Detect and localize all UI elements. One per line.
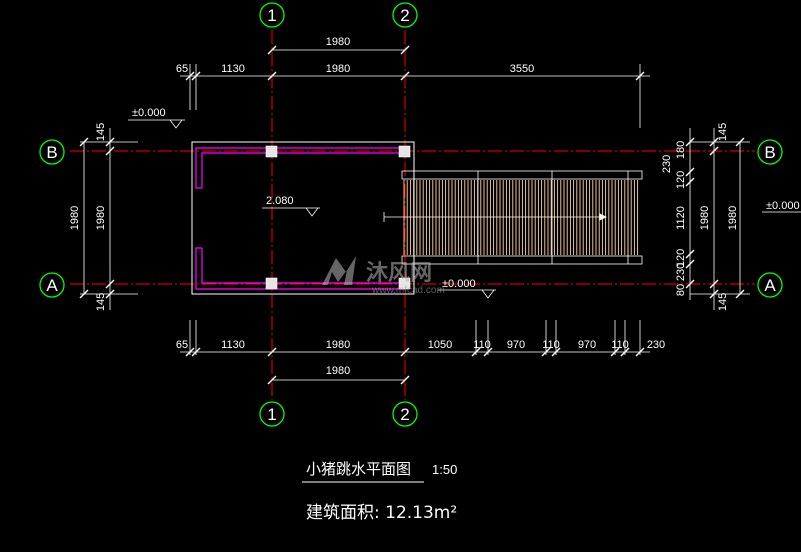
bottom-dim-970-a: 970 xyxy=(507,339,525,351)
bottom-dim-110-b: 110 xyxy=(542,339,560,351)
inner-wall-top-left-inner xyxy=(201,152,404,188)
inner-wall-bottom-left-inner xyxy=(201,248,404,284)
watermark-logo-icon xyxy=(322,256,356,285)
right-dim-80: 80 xyxy=(675,284,687,296)
top-dim-1130: 1130 xyxy=(221,63,245,75)
level-bottom: ±0.000 xyxy=(442,278,476,290)
level-marker-inner xyxy=(262,207,320,217)
grid-label-1-top: 1 xyxy=(267,6,276,25)
grid-bubble-b-left xyxy=(39,139,65,165)
bottom-dim-230: 230 xyxy=(647,339,665,351)
grid-bubble-1-top xyxy=(259,2,285,28)
grid-label-2-top: 2 xyxy=(400,6,409,25)
top-dimensions xyxy=(180,45,650,81)
grid-label-b-left: B xyxy=(46,143,57,162)
drawing-title: 小猪跳水平面图 xyxy=(306,460,411,478)
right-dimensions xyxy=(685,128,745,310)
axis-lines xyxy=(70,30,755,400)
grid-bubble-2-bottom xyxy=(392,401,418,427)
watermark-brand: 沐风网 xyxy=(366,261,432,286)
level-inner: 2.080 xyxy=(266,195,294,207)
grid-bubbles xyxy=(39,2,783,427)
grid-label-a-left: A xyxy=(46,276,58,295)
grid-bubble-b-right xyxy=(757,139,783,165)
left-dim-145-bottom: 145 xyxy=(95,293,107,311)
extension-lines xyxy=(80,64,750,355)
building-outline xyxy=(191,141,415,295)
level-marker-top-left xyxy=(128,119,185,129)
column-1b xyxy=(265,145,278,158)
diving-deck xyxy=(401,170,643,265)
bottom-dim-1050: 1050 xyxy=(428,339,452,351)
right-dim-230-top: 230 xyxy=(661,155,673,173)
top-dim-65: 65 xyxy=(176,63,188,75)
right-dim-1120: 1120 xyxy=(675,206,687,230)
bottom-total-dimension: 1980 xyxy=(326,365,350,377)
bottom-dim-1980: 1980 xyxy=(326,339,350,351)
right-dim-145-top: 145 xyxy=(717,123,729,141)
level-marker-bottom xyxy=(438,289,496,299)
inner-wall-bottom-left xyxy=(195,247,404,290)
left-dimensions xyxy=(79,128,115,310)
grid-label-a-right: A xyxy=(764,276,776,295)
grid-bubble-a-left xyxy=(39,272,65,298)
bottom-dim-970-b: 970 xyxy=(578,339,596,351)
left-dim-145-top: 145 xyxy=(95,123,107,141)
right-dim-1980-outer: 1980 xyxy=(727,206,739,230)
grid-bubble-a-right xyxy=(757,272,783,298)
bottom-dim-110-c: 110 xyxy=(611,339,629,351)
column-2b xyxy=(398,145,411,158)
right-dim-120-top: 120 xyxy=(675,171,687,189)
building-area: 建筑面积: 12.13m² xyxy=(306,503,457,523)
walk-direction-arrow xyxy=(383,212,607,222)
left-dim-1980-inner: 1980 xyxy=(95,206,107,230)
bottom-dimensions xyxy=(180,347,650,385)
right-dim-145-bottom: 145 xyxy=(717,293,729,311)
grid-bubble-2-top xyxy=(392,2,418,28)
top-total-dimension: 1980 xyxy=(326,36,350,48)
right-dim-120-bottom: 120 xyxy=(675,249,687,267)
left-dim-1980-outer: 1980 xyxy=(69,206,81,230)
grid-label-1-bottom: 1 xyxy=(267,405,276,424)
right-dim-1980-inner: 1980 xyxy=(699,206,711,230)
column-1a xyxy=(265,277,278,290)
grid-label-b-right: B xyxy=(764,143,775,162)
watermark-url: www.mfcad.com xyxy=(371,285,445,296)
inner-wall-top-left xyxy=(195,147,404,189)
right-dim-180: 180 xyxy=(675,141,687,159)
bottom-dim-65: 65 xyxy=(176,339,188,351)
right-dim-230-bottom: 230 xyxy=(675,263,687,281)
top-dim-3550: 3550 xyxy=(510,63,534,75)
column-2a xyxy=(398,277,411,290)
grid-label-2-bottom: 2 xyxy=(400,405,409,424)
top-dim-1980: 1980 xyxy=(326,63,350,75)
bottom-dim-110-a: 110 xyxy=(473,339,491,351)
level-top-left: ±0.000 xyxy=(132,107,166,119)
bottom-dim-1130: 1130 xyxy=(221,339,245,351)
level-right: ±0.000 xyxy=(766,200,800,212)
grid-bubble-1-bottom xyxy=(259,401,285,427)
drawing-scale: 1:50 xyxy=(432,462,457,477)
watermark: 沐风网 www.mfcad.com xyxy=(322,256,445,296)
